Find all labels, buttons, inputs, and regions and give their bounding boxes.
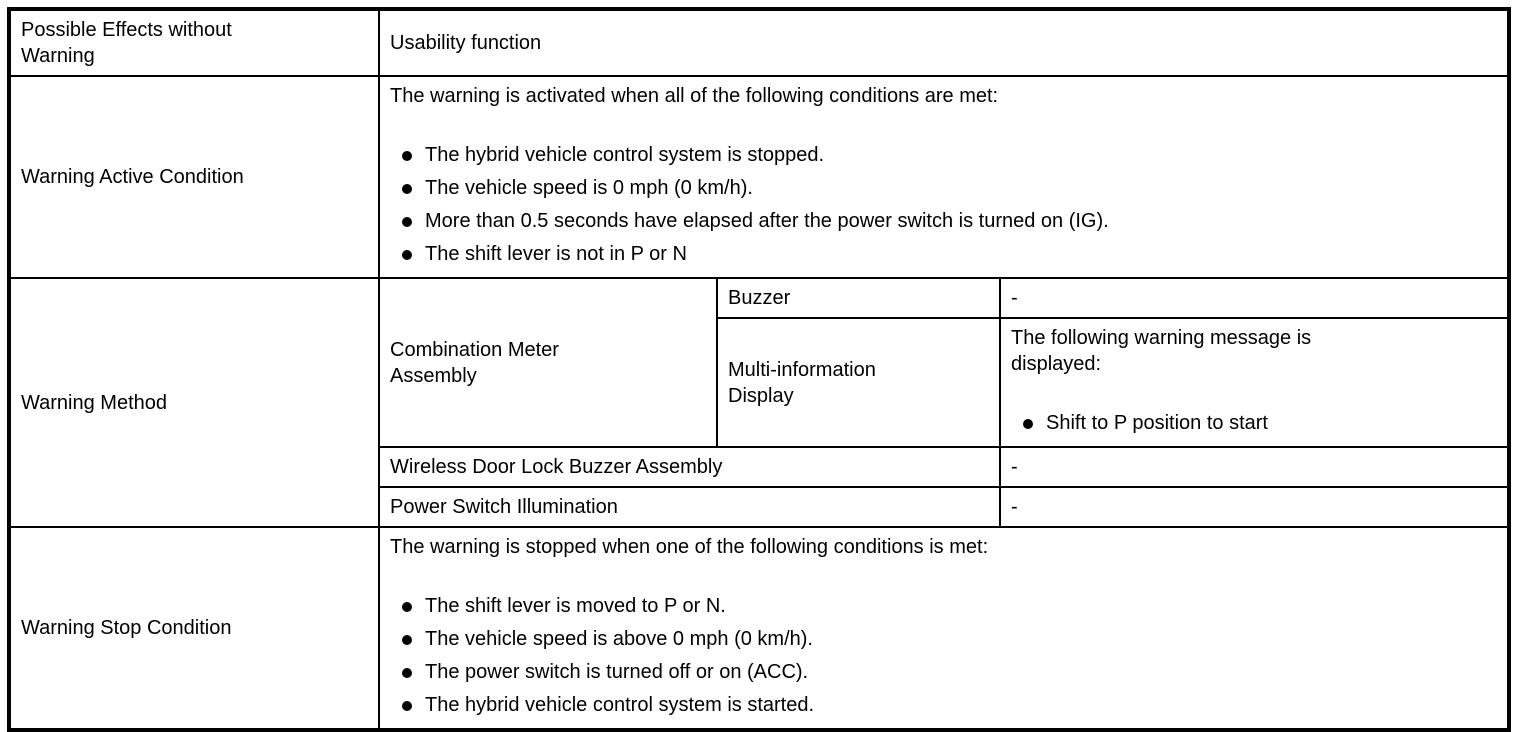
- warning-stop-bullet-list: The shift lever is moved to P or N. The …: [390, 590, 1497, 722]
- wireless-door-lock-value: -: [1011, 456, 1018, 478]
- warning-active-intro: The warning is activated when all of the…: [390, 85, 999, 107]
- bullet-text: The shift lever is not in P or N: [425, 243, 687, 265]
- list-item: The shift lever is not in P or N: [402, 238, 1497, 271]
- bullet-text: The shift lever is moved to P or N.: [425, 595, 726, 617]
- multi-information-display-label: Multi-information Display: [728, 358, 876, 407]
- bullet-icon: [402, 602, 412, 612]
- list-item: Shift to P position to start: [1023, 407, 1497, 440]
- bullet-text: Shift to P position to start: [1046, 412, 1268, 434]
- mid-message-bullet-list: Shift to P position to start: [1011, 407, 1497, 440]
- bullet-icon: [402, 668, 412, 678]
- possible-effects-label: Possible Effects without Warning: [21, 19, 232, 67]
- bullet-icon: [402, 701, 412, 711]
- bullet-icon: [402, 217, 412, 227]
- wireless-door-lock-value-cell: -: [999, 446, 1510, 488]
- combination-meter-cell: Combination Meter Assembly: [378, 277, 718, 448]
- combination-meter-label: Combination Meter Assembly: [390, 338, 559, 387]
- list-item: More than 0.5 seconds have elapsed after…: [402, 205, 1497, 238]
- warning-active-label: Warning Active Condition: [21, 166, 244, 188]
- warning-active-content-cell: The warning is activated when all of the…: [378, 75, 1510, 279]
- warning-stop-label: Warning Stop Condition: [21, 617, 232, 639]
- possible-effects-label-cell: Possible Effects without Warning: [8, 8, 380, 77]
- warning-stop-content-cell: The warning is stopped when one of the f…: [378, 526, 1510, 731]
- buzzer-value: -: [1011, 287, 1018, 309]
- warning-active-bullet-list: The hybrid vehicle control system is sto…: [390, 139, 1497, 271]
- wireless-door-lock-label: Wireless Door Lock Buzzer Assembly: [390, 456, 723, 478]
- row-warning-active: Warning Active Condition The warning is …: [8, 75, 1510, 279]
- wireless-door-lock-cell: Wireless Door Lock Buzzer Assembly: [378, 446, 1001, 488]
- bullet-text: The vehicle speed is 0 mph (0 km/h).: [425, 177, 753, 199]
- buzzer-value-cell: -: [999, 277, 1510, 319]
- power-switch-illumination-value-cell: -: [999, 486, 1510, 528]
- multi-information-display-cell: Multi-information Display: [716, 317, 1001, 448]
- bullet-icon: [402, 250, 412, 260]
- bullet-icon: [402, 635, 412, 645]
- warning-method-label-cell: Warning Method: [8, 277, 380, 528]
- mid-message-cell: The following warning message is display…: [999, 317, 1510, 448]
- list-item: The power switch is turned off or on (AC…: [402, 656, 1497, 689]
- bullet-text: The hybrid vehicle control system is sto…: [425, 144, 825, 166]
- possible-effects-value: Usability function: [390, 32, 542, 54]
- possible-effects-value-cell: Usability function: [378, 8, 1510, 77]
- row-warning-method-buzzer: Warning Method Combination Meter Assembl…: [8, 277, 1510, 528]
- row-warning-method-power: Power Switch Illumination -: [9, 486, 1510, 528]
- bullet-text: The hybrid vehicle control system is sta…: [425, 694, 815, 716]
- warning-stop-label-cell: Warning Stop Condition: [8, 526, 380, 731]
- bullet-text: More than 0.5 seconds have elapsed after…: [425, 210, 1109, 232]
- warning-spec-table: Possible Effects without Warning Usabili…: [7, 7, 1511, 732]
- bullet-icon: [1023, 419, 1033, 429]
- row-warning-method-wireless: Wireless Door Lock Buzzer Assembly -: [9, 446, 1510, 488]
- bullet-icon: [402, 151, 412, 161]
- warning-active-label-cell: Warning Active Condition: [8, 75, 380, 279]
- list-item: The vehicle speed is above 0 mph (0 km/h…: [402, 623, 1497, 656]
- warning-stop-intro: The warning is stopped when one of the f…: [390, 536, 989, 558]
- bullet-text: The vehicle speed is above 0 mph (0 km/h…: [425, 628, 813, 650]
- bullet-icon: [402, 184, 412, 194]
- list-item: The hybrid vehicle control system is sta…: [402, 689, 1497, 722]
- power-switch-illumination-value: -: [1011, 496, 1018, 518]
- warning-method-label: Warning Method: [21, 391, 167, 414]
- row-warning-method-mid: Multi-information Display The following …: [9, 317, 1510, 448]
- list-item: The hybrid vehicle control system is sto…: [402, 139, 1497, 172]
- list-item: The vehicle speed is 0 mph (0 km/h).: [402, 172, 1497, 205]
- row-warning-stop: Warning Stop Condition The warning is st…: [8, 526, 1510, 731]
- power-switch-illumination-cell: Power Switch Illumination: [378, 486, 1001, 528]
- row-possible-effects: Possible Effects without Warning Usabili…: [8, 8, 1510, 77]
- mid-message-intro: The following warning message is display…: [1011, 327, 1312, 375]
- bullet-text: The power switch is turned off or on (AC…: [425, 661, 809, 683]
- power-switch-illumination-label: Power Switch Illumination: [390, 496, 618, 518]
- buzzer-label-cell: Buzzer: [716, 277, 1001, 319]
- buzzer-label: Buzzer: [728, 287, 791, 309]
- list-item: The shift lever is moved to P or N.: [402, 590, 1497, 623]
